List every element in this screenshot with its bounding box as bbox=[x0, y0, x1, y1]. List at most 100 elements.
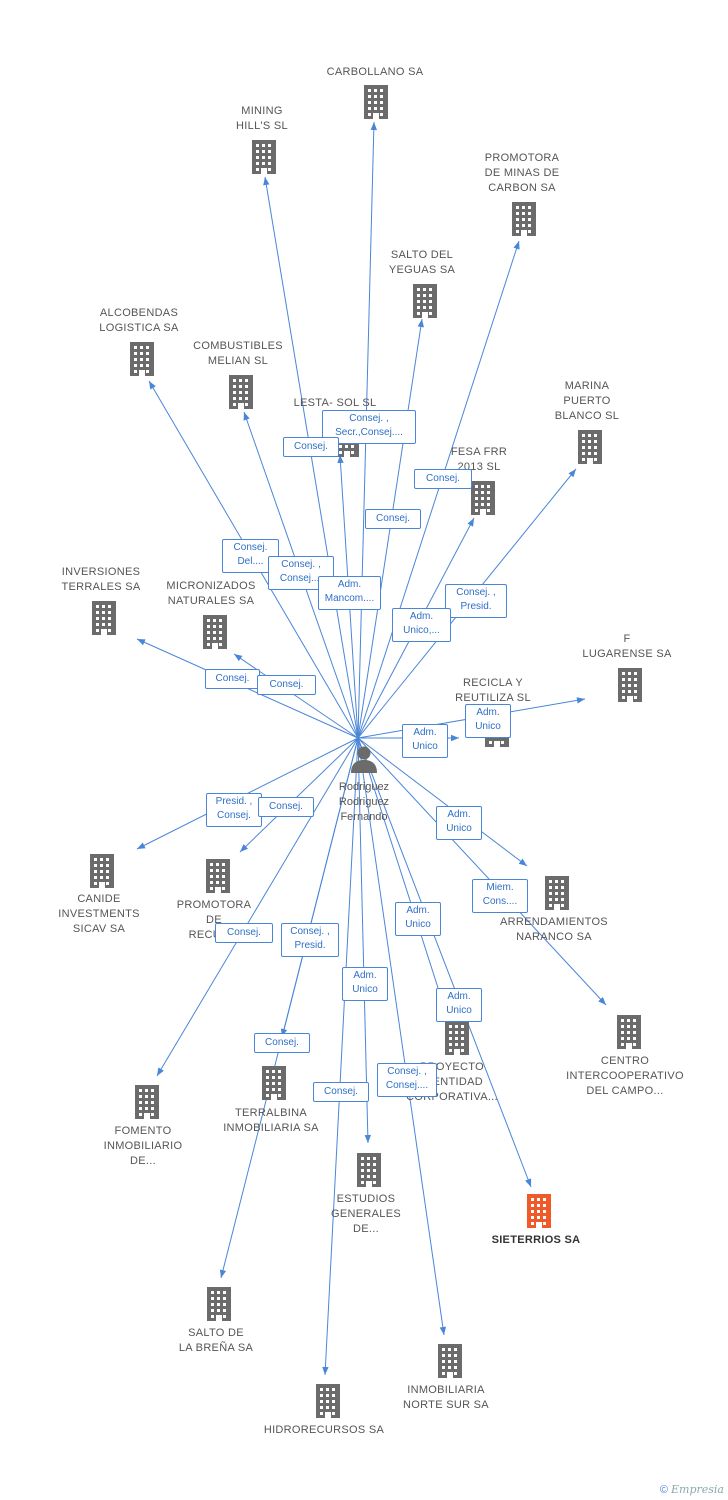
building-icon[interactable] bbox=[614, 1015, 644, 1054]
building-icon[interactable] bbox=[89, 601, 119, 640]
arrowhead bbox=[439, 1326, 447, 1335]
role-label[interactable]: Miem. Cons.... bbox=[472, 879, 528, 913]
copyright-symbol: © bbox=[659, 1484, 668, 1496]
edge-line bbox=[357, 737, 607, 1006]
edge-micronizados bbox=[233, 653, 359, 739]
building-icon[interactable] bbox=[615, 668, 645, 707]
company-label-lesta-sol[interactable]: LESTA- SOL SL bbox=[293, 397, 377, 409]
arrowhead bbox=[451, 734, 459, 742]
role-label[interactable]: Adm. Unico bbox=[342, 967, 388, 1001]
building-icon[interactable] bbox=[410, 284, 440, 323]
arrowhead bbox=[525, 1178, 532, 1187]
edge-fomento bbox=[156, 737, 359, 1077]
company-label-micronizados[interactable]: MICRONIZADOS NATURALES SA bbox=[166, 580, 256, 607]
role-label[interactable]: Consej. bbox=[215, 923, 273, 943]
role-label[interactable]: Consej. bbox=[313, 1082, 369, 1102]
company-label-mining-hills[interactable]: MINING HILL'S SL bbox=[236, 105, 288, 132]
role-label[interactable]: Adm. Unico bbox=[395, 902, 441, 936]
role-label[interactable]: Consej. , Presid. bbox=[281, 923, 339, 957]
company-label-estudios[interactable]: ESTUDIOS GENERALES DE... bbox=[331, 1193, 401, 1235]
edge-line bbox=[357, 737, 528, 867]
company-label-sieterrios[interactable]: SIETERRIOS SA bbox=[491, 1234, 581, 1246]
edge-sieterrios bbox=[357, 737, 532, 1188]
role-label[interactable]: Consej. bbox=[414, 469, 472, 489]
building-icon[interactable] bbox=[204, 1287, 234, 1326]
edge-salto-brena bbox=[219, 737, 359, 1279]
building-icon[interactable] bbox=[542, 876, 572, 915]
arrowhead bbox=[322, 1366, 329, 1375]
company-label-fesa-frr[interactable]: FESA FRR 2013 SL bbox=[450, 446, 508, 473]
edge-hidrorecursos bbox=[322, 737, 359, 1376]
building-icon[interactable] bbox=[127, 342, 157, 381]
building-icon[interactable] bbox=[524, 1194, 554, 1233]
edge-promotora-recur bbox=[239, 737, 359, 853]
company-label-inversiones-terrales[interactable]: INVERSIONES TERRALES SA bbox=[61, 566, 141, 593]
building-icon[interactable] bbox=[249, 140, 279, 179]
footer-brand: © Empresia bbox=[660, 1483, 724, 1496]
company-label-alcobendas[interactable]: ALCOBENDAS LOGISTICA SA bbox=[99, 307, 179, 334]
building-icon[interactable] bbox=[575, 430, 605, 469]
building-icon[interactable] bbox=[354, 1153, 384, 1192]
person-name[interactable]: Rodriguez Rodriguez Fernando bbox=[338, 781, 390, 823]
edge-promotora-minas bbox=[357, 240, 520, 739]
building-icon[interactable] bbox=[203, 859, 233, 898]
brand-name: Empresia bbox=[671, 1483, 724, 1496]
building-icon[interactable] bbox=[132, 1085, 162, 1124]
edge-line bbox=[239, 737, 359, 853]
role-label[interactable]: Consej. , Consej.... bbox=[377, 1063, 437, 1097]
building-icon[interactable] bbox=[200, 615, 230, 654]
edge-mining-hills bbox=[263, 176, 359, 739]
edge-line bbox=[156, 737, 359, 1077]
company-label-recicla[interactable]: RECICLA Y REUTILIZA SL bbox=[455, 677, 531, 704]
role-label[interactable]: Adm. Unico bbox=[436, 988, 482, 1022]
edge-line bbox=[357, 737, 445, 1336]
role-label[interactable]: Adm. Unico bbox=[436, 806, 482, 840]
arrowhead bbox=[149, 381, 156, 390]
arrowhead bbox=[263, 177, 270, 186]
company-label-promotora-minas[interactable]: PROMOTORA DE MINAS DE CARBON SA bbox=[484, 152, 560, 194]
role-label[interactable]: Consej. bbox=[205, 669, 260, 689]
arrowhead bbox=[364, 1134, 372, 1143]
building-icon[interactable] bbox=[435, 1344, 465, 1383]
role-label[interactable]: Consej. , Secr.,Consej.... bbox=[322, 410, 416, 444]
role-label[interactable]: Adm. Unico bbox=[465, 704, 511, 738]
building-icon[interactable] bbox=[442, 1021, 472, 1060]
building-icon[interactable] bbox=[259, 1066, 289, 1105]
role-label[interactable]: Consej. bbox=[257, 675, 316, 695]
building-icon[interactable] bbox=[468, 481, 498, 520]
company-label-arrendamientos[interactable]: ARRENDAMIENTOS NARANCO SA bbox=[500, 916, 608, 943]
role-label[interactable]: Consej. bbox=[283, 437, 339, 457]
building-icon[interactable] bbox=[361, 85, 391, 124]
company-label-canide[interactable]: CANIDE INVESTMENTS SICAV SA bbox=[58, 893, 140, 935]
arrowhead bbox=[337, 455, 344, 464]
building-icon[interactable] bbox=[87, 854, 117, 893]
role-label[interactable]: Presid. , Consej. bbox=[206, 793, 262, 827]
company-label-carbollano[interactable]: CARBOLLANO SA bbox=[326, 66, 424, 78]
building-icon[interactable] bbox=[313, 1384, 343, 1423]
arrowhead bbox=[370, 122, 377, 131]
role-label[interactable]: Adm. Unico,... bbox=[392, 608, 451, 642]
company-label-salto-brena[interactable]: SALTO DE LA BREÑA SA bbox=[178, 1327, 254, 1354]
building-icon[interactable] bbox=[509, 202, 539, 241]
edge-line bbox=[357, 737, 369, 1144]
company-label-salto-yeguas[interactable]: SALTO DEL YEGUAS SA bbox=[388, 249, 456, 276]
company-label-inmobiliaria-norte[interactable]: INMOBILIARIA NORTE SUR SA bbox=[403, 1384, 489, 1411]
role-label[interactable]: Adm. Mancom.... bbox=[318, 576, 381, 610]
company-label-fomento[interactable]: FOMENTO INMOBILIARIO DE... bbox=[103, 1125, 183, 1167]
person-icon[interactable] bbox=[349, 744, 379, 779]
role-label[interactable]: Consej. , Presid. bbox=[445, 584, 507, 618]
role-label[interactable]: Adm. Unico bbox=[402, 724, 448, 758]
role-label[interactable]: Consej. bbox=[365, 509, 421, 529]
company-label-centro-inter[interactable]: CENTRO INTERCOOPERATIVO DEL CAMPO... bbox=[566, 1055, 684, 1097]
company-label-hidrorecursos[interactable]: HIDRORECURSOS SA bbox=[263, 1424, 385, 1436]
company-label-f-lugarense[interactable]: F LUGARENSE SA bbox=[582, 633, 672, 660]
building-icon[interactable] bbox=[226, 375, 256, 414]
role-label[interactable]: Consej. bbox=[254, 1033, 310, 1053]
arrowhead bbox=[598, 996, 606, 1005]
company-label-terralbina[interactable]: TERRALBINA INMOBILIARIA SA bbox=[223, 1107, 319, 1134]
role-label[interactable]: Consej. bbox=[258, 797, 314, 817]
edge-arrendamientos bbox=[357, 737, 528, 867]
company-label-marina-puerto[interactable]: MARINA PUERTO BLANCO SL bbox=[554, 380, 620, 422]
arrowhead bbox=[240, 844, 248, 852]
company-label-combustibles-melian[interactable]: COMBUSTIBLES MELIAN SL bbox=[193, 340, 283, 367]
